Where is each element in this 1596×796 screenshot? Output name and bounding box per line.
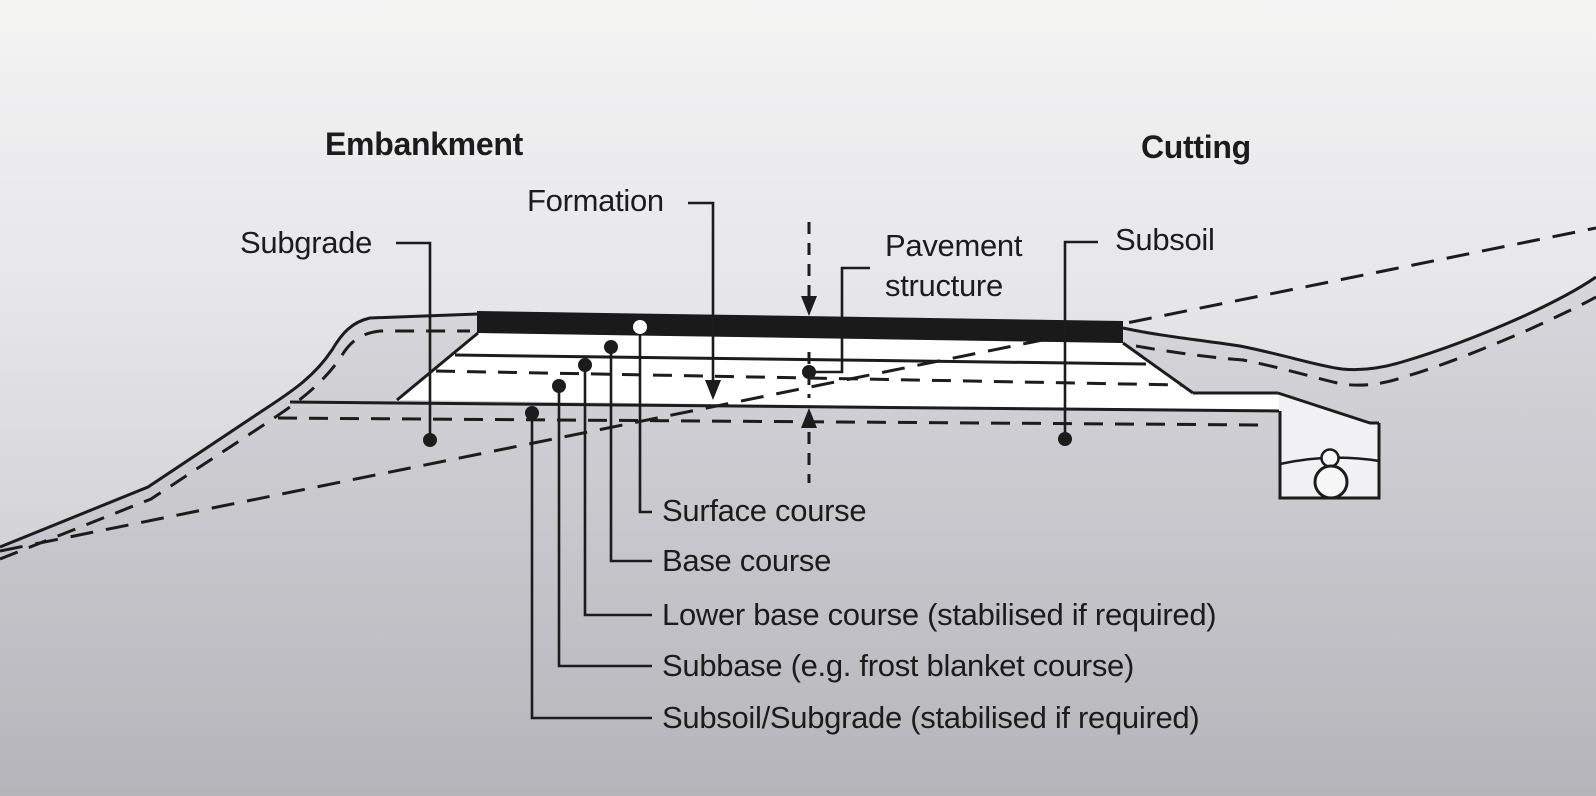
subbase-bottom-line: [289, 400, 1280, 413]
label-pavement-structure: Pavement structure: [885, 228, 1023, 303]
label-subsoil-subgrade: Subsoil/Subgrade (stabilised if required…: [662, 700, 1200, 735]
cutting-offset-dashed-line: [1135, 295, 1596, 387]
down-arrow: [801, 296, 817, 316]
label-subgrade: Subgrade: [240, 225, 373, 260]
surface-course-leader: [638, 329, 652, 514]
surface-course-bar: [477, 311, 1123, 343]
base-course-bottom-line: [454, 353, 1147, 366]
label-subbase: Subbase (e.g. frost blanket course): [662, 648, 1134, 683]
subgrade-leader: [396, 241, 432, 440]
drain-pipe-large-circle: [1313, 464, 1349, 500]
pavement-structure-dot: [802, 365, 816, 379]
label-formation: Formation: [527, 183, 664, 218]
subgrade-dot: [423, 433, 437, 447]
formation-arrow: [705, 380, 721, 400]
up-arrow: [801, 408, 817, 428]
section-title-cutting: Cutting: [1141, 129, 1251, 165]
subsoil-dot: [1058, 432, 1072, 446]
embankment-offset-dashed-line: [0, 329, 470, 561]
layer-left-edge: [396, 331, 479, 402]
section-title-embankment: Embankment: [325, 126, 523, 162]
original-ground-dashed-line: [0, 226, 1596, 553]
lower-base-course-dot: [578, 358, 592, 372]
drain-pipe-small-circle: [1320, 448, 1340, 468]
label-surface-course: Surface course: [662, 493, 867, 528]
base-course-dot: [604, 340, 618, 354]
label-subsoil: Subsoil: [1115, 222, 1215, 257]
formation-leader: [688, 201, 721, 400]
stabilised-subsoil-dashed-line: [277, 416, 1264, 427]
subsoil-subgrade-leader: [530, 413, 652, 720]
label-base-course: Base course: [662, 543, 832, 578]
pavement-structure-leader: [811, 266, 870, 374]
lower-base-course-leader: [583, 365, 652, 617]
cutting-surface-line: [1122, 275, 1596, 372]
layer-right-edge: [1122, 341, 1278, 395]
subbase-leader: [557, 386, 652, 668]
subsoil-subgrade-dot: [525, 406, 539, 420]
pavement-extent-dimension: [801, 222, 817, 483]
subsoil-leader: [1063, 240, 1098, 439]
embankment-surface-line: [0, 312, 479, 549]
base-course-leader: [609, 347, 652, 563]
surface-course-dot: [633, 320, 647, 334]
subbase-dot: [552, 379, 566, 393]
label-lower-base-course: Lower base course (stabilised if require…: [662, 597, 1217, 632]
